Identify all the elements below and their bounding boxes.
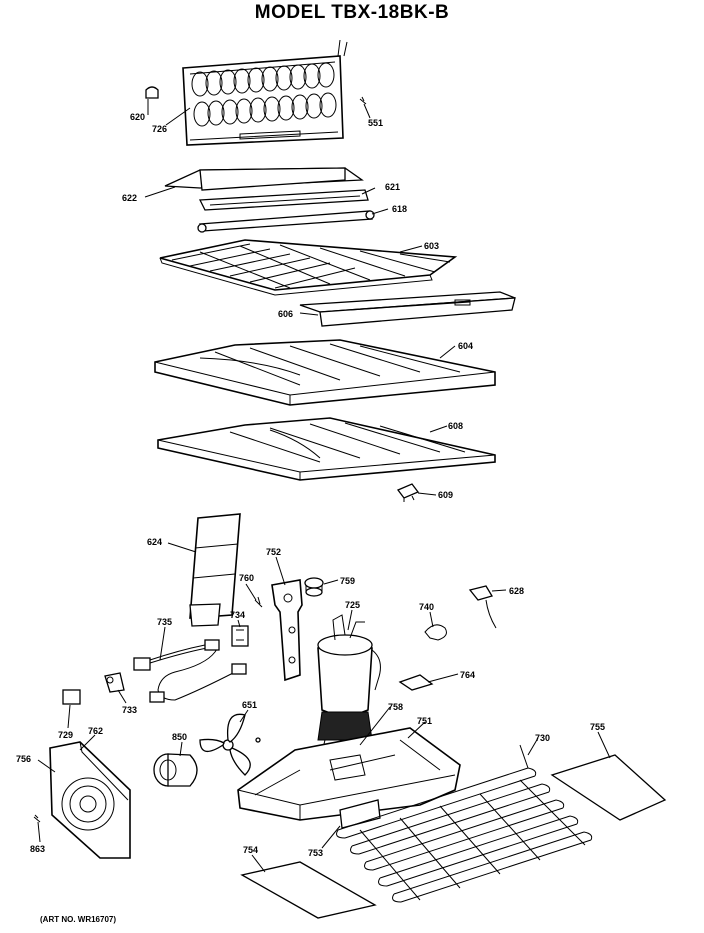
shroud-762-drawing [49,741,131,859]
part-label-755: 755 [590,722,605,732]
rail-606-drawing [299,291,516,327]
part-label-603: 603 [424,241,439,251]
clip-740-drawing [424,624,447,641]
part-label-760: 760 [239,573,254,583]
harness-735-drawing [133,639,247,703]
part-label-620: 620 [130,112,145,122]
screw-551-drawing [359,96,367,105]
part-label-726: 726 [152,124,167,134]
part-label-753: 753 [308,848,323,858]
duct-624-drawing [189,513,241,627]
cover-604-drawing [154,339,496,406]
part-label-764: 764 [460,670,475,680]
part-label-756: 756 [16,754,31,764]
part-label-730: 730 [535,733,550,743]
part-label-759: 759 [340,576,355,586]
trough-622-drawing [164,167,364,191]
clip-620-drawing [145,86,159,99]
part-label-618: 618 [392,204,407,214]
part-label-754: 754 [243,845,258,855]
base-751-drawing [237,727,461,821]
cover-608-drawing [157,417,496,481]
plate-754-drawing [240,861,377,919]
screw-760-drawing [254,596,263,608]
heater-621-drawing [198,189,369,211]
connector-628-drawing [468,585,497,629]
part-label-729: 729 [58,730,73,740]
part-label-609: 609 [438,490,453,500]
capacitor-733-drawing [104,672,125,693]
bracket-752-drawing [271,579,303,682]
fan-blade-651-drawing [199,713,261,776]
part-label-762: 762 [88,726,103,736]
grommet-759-drawing [304,577,324,597]
leader-lines [37,99,611,873]
part-label-733: 733 [122,705,137,715]
part-label-758: 758 [388,702,403,712]
part-labels: 620 726 551 622 621 618 603 606 604 608 … [16,112,605,858]
plate-764-drawing [398,674,434,691]
mount-758-drawing [329,754,366,781]
art-number: (ART NO. WR16707) [40,915,117,924]
model-title: MODEL TBX-18BK-B [254,2,450,23]
part-label-725: 725 [345,600,360,610]
shelf-603-drawing [159,239,458,296]
part-label-850: 850 [172,732,187,742]
part-label-863: 863 [30,844,45,854]
screw-863-drawing [33,814,41,823]
grommet-609-drawing [396,483,420,502]
relay-734-drawing [231,625,249,647]
part-label-621: 621 [385,182,400,192]
fan-motor-850-drawing [153,753,198,787]
part-label-651: 651 [242,700,257,710]
plate-755-drawing [550,754,667,821]
evaporator-coil-drawing [182,39,348,146]
bracket-753-drawing [339,799,381,829]
part-label-740: 740 [419,602,434,612]
part-label-751: 751 [417,716,432,726]
condenser-730-drawing [336,744,593,903]
part-label-735: 735 [157,617,172,627]
part-label-608: 608 [448,421,463,431]
part-label-752: 752 [266,547,281,557]
part-label-734: 734 [230,610,245,620]
part-label-551: 551 [368,118,383,128]
heater-618-drawing [197,210,375,233]
overload-729-drawing [62,689,81,705]
part-label-624: 624 [147,537,162,547]
part-label-606: 606 [278,309,293,319]
part-label-628: 628 [509,586,524,596]
part-label-622: 622 [122,193,137,203]
part-label-604: 604 [458,341,473,351]
